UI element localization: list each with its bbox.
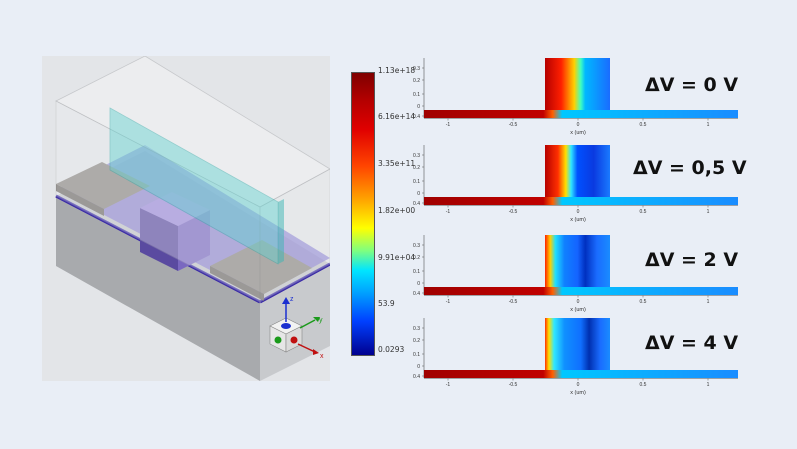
triad-x-label: x <box>320 353 324 360</box>
cut-plane-edge <box>278 199 284 264</box>
triad-y-label: y <box>319 317 323 324</box>
gate-cube-front <box>140 208 178 271</box>
z-face-dot <box>281 323 291 329</box>
y-tick-label: 0.1 <box>413 179 420 185</box>
field-plot-0: 0.3 0.2 0.1 0 0.4 -1 -0.5 0 0.5 1 x (um) <box>404 54 740 136</box>
substrate-strip <box>424 197 738 205</box>
x-axis-title: x (um) <box>570 390 586 396</box>
fin-region <box>545 58 610 110</box>
x-tick-label: -0.5 <box>509 209 518 215</box>
source-contact <box>56 162 150 209</box>
field-plot-3-svg: 0.3 0.2 0.1 0 0.4 -1 -0.5 0 0.5 1 x (um) <box>413 318 738 396</box>
x-tick-label: 0 <box>577 122 580 128</box>
y-tick-label: 0.2 <box>413 338 420 344</box>
x-tick-label: -0.5 <box>509 122 518 128</box>
colorbar-label-2: 3.35e+11 <box>378 159 416 168</box>
x-tick-label: -1 <box>446 382 451 388</box>
drain-contact-side <box>210 266 264 301</box>
y-tick-label: 0.4 <box>413 374 420 380</box>
source-contact-side <box>56 184 104 216</box>
y-tick-label: 0.2 <box>413 78 420 84</box>
x-tick-label: 1 <box>707 209 710 215</box>
y-tick-label: 0.4 <box>413 114 420 120</box>
substrate-front <box>56 196 260 381</box>
x-tick-label: 0.5 <box>640 299 647 305</box>
x-tick-label: 1 <box>707 122 710 128</box>
field-plot-2-svg: 0.3 0.2 0.1 0 0.4 -1 -0.5 0 0.5 1 x (um) <box>413 235 738 313</box>
y-tick-label: 0 <box>417 364 420 370</box>
fin-region <box>545 318 610 370</box>
x-tick-label: 0.5 <box>640 382 647 388</box>
y-tick-label: 0 <box>417 104 420 110</box>
colorbar-label-1: 6.16e+14 <box>378 112 416 121</box>
x-tick-label: -0.5 <box>509 382 518 388</box>
y-tick-label: 0.3 <box>413 153 420 159</box>
enclosure-top <box>55 56 330 208</box>
orientation-triad[interactable]: z y x <box>269 296 324 360</box>
y-tick-label: 0 <box>417 191 420 197</box>
y-face-dot <box>274 336 282 344</box>
x-tick-label: -1 <box>446 122 451 128</box>
gate-cube-top <box>140 192 210 226</box>
fin-region <box>545 235 610 287</box>
x-axis-title: x (um) <box>570 130 586 136</box>
colorbar-label-3: 1.82e+00 <box>378 206 416 215</box>
substrate-strip <box>424 110 738 118</box>
colorbar-label-6: 0.0293 <box>378 345 405 354</box>
enclosure-front <box>55 100 261 303</box>
enclosure-side <box>259 168 330 303</box>
device-3d-view[interactable]: z y x <box>42 56 330 381</box>
x-face-dot <box>290 336 298 344</box>
x-axis-title: x (um) <box>570 307 586 313</box>
x-tick-label: 0 <box>577 382 580 388</box>
y-tick-label: 0.4 <box>413 201 420 207</box>
x-tick-label: 1 <box>707 382 710 388</box>
y-tick-label: 0.3 <box>413 66 420 72</box>
colorbar-label-0: 1.13e+18 <box>378 66 416 75</box>
voltage-label-2: ΔV = 2 V <box>645 249 739 271</box>
y-tick-label: 0.2 <box>413 165 420 171</box>
colorbar-label-4: 9.91e+04 <box>378 253 416 262</box>
drain-contact <box>210 240 312 294</box>
x-tick-label: 1 <box>707 299 710 305</box>
colorbar-label-5: 53.9 <box>378 299 395 308</box>
x-axis-title: x (um) <box>570 217 586 223</box>
device-3d-drawing: z y x <box>55 56 330 381</box>
y-tick-label: 0.1 <box>413 269 420 275</box>
x-tick-label: -1 <box>446 299 451 305</box>
y-tick-label: 0 <box>417 281 420 287</box>
fin-region <box>545 145 610 197</box>
y-tick-label: 0.3 <box>413 243 420 249</box>
field-plot-1: 0.3 0.2 0.1 0 0.4 -1 -0.5 0 0.5 1 x (um) <box>404 141 740 223</box>
voltage-label-0: ΔV = 0 V <box>645 74 739 96</box>
voltage-label-1: ΔV = 0,5 V <box>633 157 747 179</box>
colorbar <box>351 72 375 356</box>
y-tick-label: 0.1 <box>413 352 420 358</box>
field-plot-2: 0.3 0.2 0.1 0 0.4 -1 -0.5 0 0.5 1 x (um) <box>404 231 740 313</box>
field-plot-1-svg: 0.3 0.2 0.1 0 0.4 -1 -0.5 0 0.5 1 x (um) <box>413 145 738 223</box>
y-tick-label: 0.4 <box>413 291 420 297</box>
x-tick-label: 0 <box>577 299 580 305</box>
substrate-strip <box>424 370 738 378</box>
x-tick-label: -0.5 <box>509 299 518 305</box>
field-plot-0-svg: 0.3 0.2 0.1 0 0.4 -1 -0.5 0 0.5 1 x (um) <box>413 58 738 136</box>
x-tick-label: -1 <box>446 209 451 215</box>
y-tick-label: 0.1 <box>413 92 420 98</box>
gate-cube-side <box>178 210 210 271</box>
voltage-label-3: ΔV = 4 V <box>645 332 739 354</box>
x-tick-label: 0.5 <box>640 122 647 128</box>
y-tick-label: 0.3 <box>413 326 420 332</box>
triad-z-label: z <box>290 296 294 303</box>
x-tick-label: 0 <box>577 209 580 215</box>
x-tick-label: 0.5 <box>640 209 647 215</box>
field-plot-3: 0.3 0.2 0.1 0 0.4 -1 -0.5 0 0.5 1 x (um) <box>404 314 740 396</box>
y-tick-label: 0.2 <box>413 255 420 261</box>
substrate-strip <box>424 287 738 295</box>
